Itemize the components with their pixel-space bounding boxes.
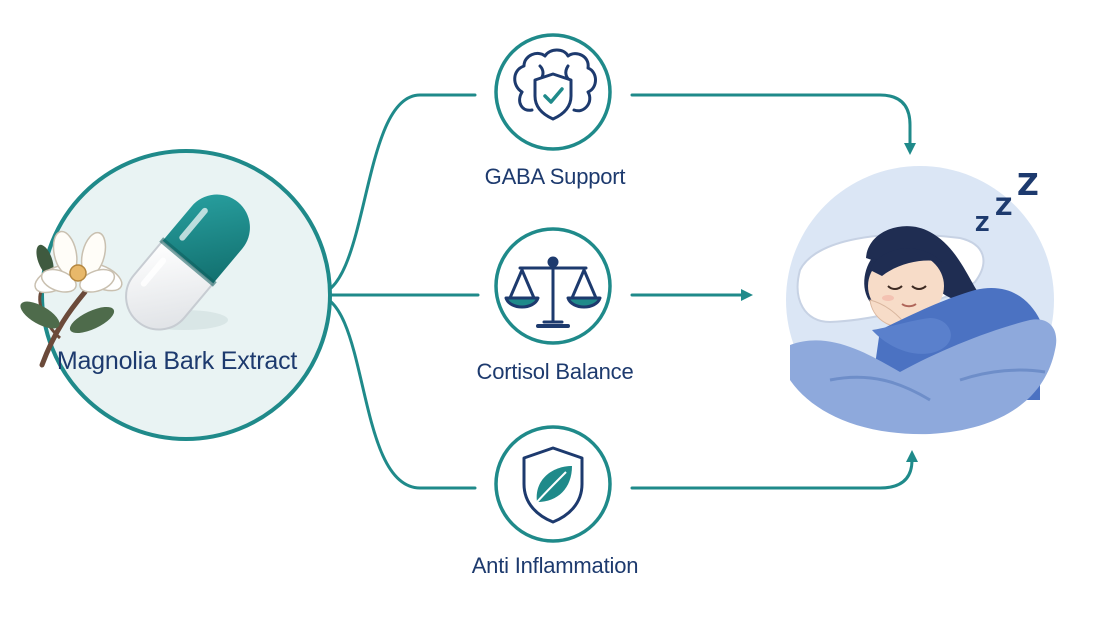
connectors — [313, 93, 918, 490]
mechanism-node-gaba — [494, 33, 612, 151]
source-title: Magnolia Bark Extract — [56, 347, 298, 375]
magnolia-flower-icon — [20, 230, 123, 368]
mechanism-label-anti: Anti Inflammation — [471, 553, 639, 578]
mechanism-label-gaba: GABA Support — [484, 164, 626, 189]
mechanism-label-cortisol: Cortisol Balance — [476, 359, 634, 384]
brain-shield-check-icon — [513, 48, 597, 121]
arrow-anti-to-sleep — [630, 450, 918, 490]
arrow-gaba-to-sleep — [630, 93, 916, 155]
sleeping-person-icon — [790, 226, 1057, 435]
sleep-z-large: Z — [1017, 168, 1039, 203]
leaf-shield-icon — [522, 446, 584, 524]
sleep-z-medium: Z — [995, 193, 1013, 221]
balance-scale-icon — [504, 256, 602, 328]
mechanism-node-cortisol — [494, 227, 612, 345]
mechanism-node-anti — [494, 425, 612, 543]
connector-to-anti — [313, 293, 477, 490]
connector-to-gaba — [313, 93, 477, 297]
source-node — [20, 149, 332, 441]
sleep-outcome-node — [786, 166, 1057, 435]
sleep-z-small: Z — [975, 212, 990, 236]
capsule-icon — [125, 194, 250, 331]
